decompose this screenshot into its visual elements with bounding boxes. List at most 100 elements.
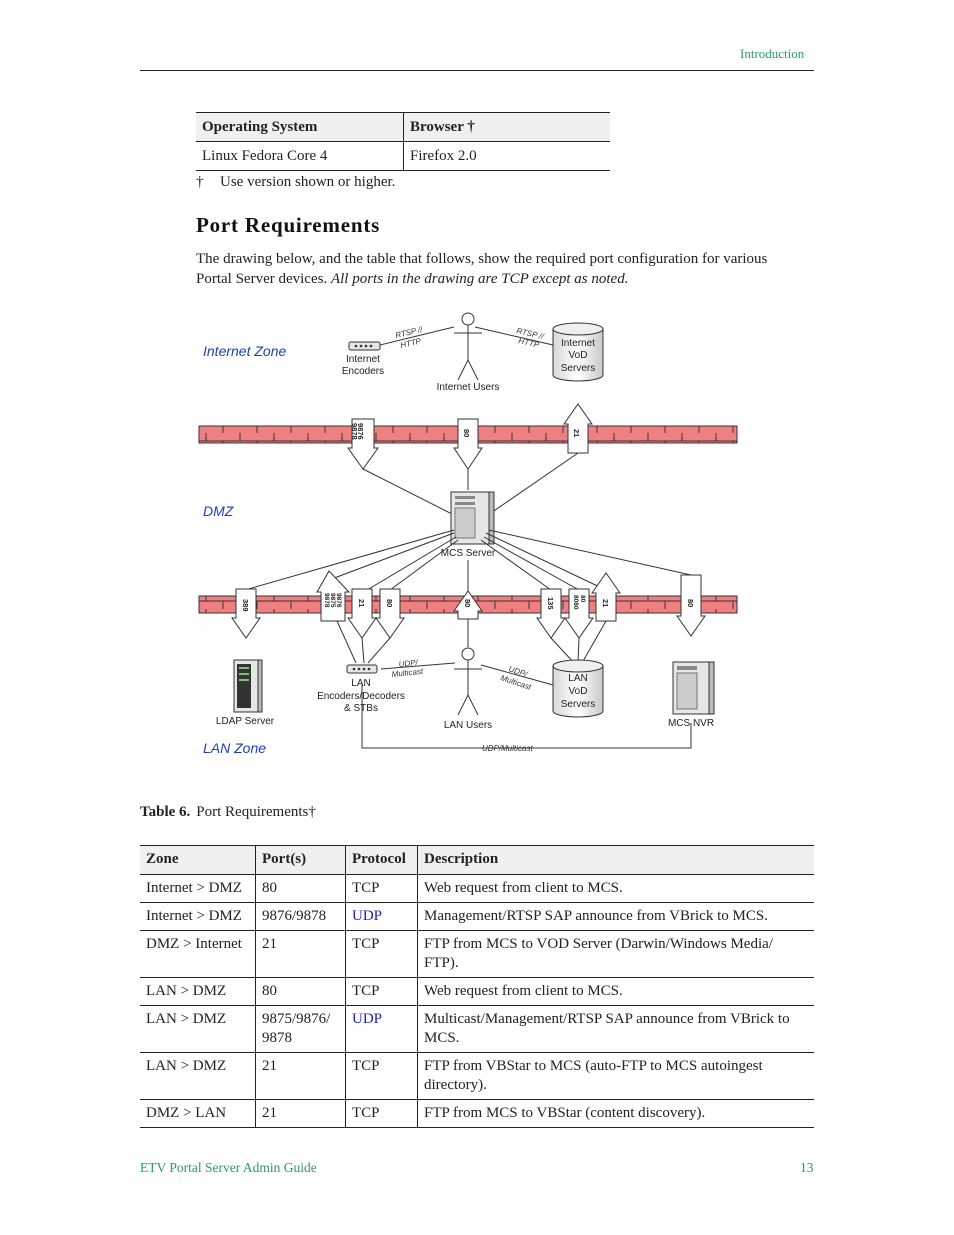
footer-doc-title: ETV Portal Server Admin Guide (140, 1160, 317, 1175)
ldap-server-icon (233, 659, 263, 713)
intro-paragraph: The drawing below, and the table that fo… (196, 249, 796, 289)
description-cell: Multicast/Management/RTSP SAP announce f… (417, 1005, 814, 1053)
lan-users-label: LAN Users (444, 720, 492, 731)
lower-port-arrow-users: 80 (453, 590, 483, 620)
protocol-cell: TCP (345, 1052, 418, 1100)
udp-multicast-label-right-2: Multicast (499, 673, 533, 692)
lower-port-arrow-135: 135 (536, 588, 566, 639)
zone-cell: LAN > DMZ (140, 1052, 256, 1100)
table-row: Linux Fedora Core 4 Firefox 2.0 (196, 141, 610, 171)
protocol-cell: UDP (345, 1005, 418, 1053)
zone-dmz-label: DMZ (203, 503, 234, 519)
footnote: † Use version shown or higher. (196, 174, 395, 191)
intro-italic-note: All ports in the drawing are TCP except … (330, 271, 629, 287)
lower-port-label: 389 (241, 599, 250, 612)
table-caption: Table 6.Port Requirements† (140, 804, 316, 821)
footnote-mark: † (196, 174, 204, 190)
internet-encoders-label-2: Encoders (342, 366, 384, 377)
lower-port-label: 21 (357, 599, 366, 607)
table-caption-text: Port Requirements† (196, 804, 316, 820)
upper-port-label: 9876 (356, 423, 365, 440)
lower-port-label: 80 (579, 595, 586, 603)
zone-internet-label: Internet Zone (203, 343, 286, 359)
os-browser-table: Operating System Browser † Linux Fedora … (196, 112, 610, 171)
upper-port-arrow-encoders: 9876 9878 (347, 418, 379, 470)
ldap-server-label: LDAP Server (216, 716, 275, 727)
zone-header: Zone (140, 845, 256, 875)
lower-port-arrow-encoders: 9876 9875 9878 (316, 570, 351, 622)
lower-port-arrow-21-left: 21 (347, 588, 377, 639)
description-cell: Web request from client to MCS. (417, 874, 814, 903)
os-cell: Linux Fedora Core 4 (196, 141, 404, 171)
footnote-text: Use version shown or higher. (220, 174, 396, 190)
internet-user-icon (454, 312, 482, 381)
table-row: LAN > DMZ 80 TCP Web request from client… (140, 977, 814, 1006)
table-row: Internet > DMZ 9876/9878 UDP Management/… (140, 902, 814, 931)
zone-cell: Internet > DMZ (140, 874, 256, 903)
udp-multicast-label-left-1: UDP/ (398, 658, 419, 669)
lan-vod-label-1: LAN (568, 673, 587, 684)
description-cell: FTP from MCS to VOD Server (Darwin/Windo… (417, 930, 814, 978)
lower-port-arrow-21-right: 21 (591, 572, 621, 622)
mcs-nvr-label: MCS NVR (668, 718, 714, 729)
lan-encoders-label-2: Encoders/Decoders (317, 691, 405, 702)
table-row: Internet > DMZ 80 TCP Web request from c… (140, 874, 814, 903)
description-cell: Web request from client to MCS. (417, 977, 814, 1006)
lower-port-label: 80 (686, 599, 695, 607)
protocol-link[interactable]: UDP (352, 908, 383, 924)
udp-multicast-bottom-label: UDP/Multicast (482, 744, 533, 753)
zone-cell: DMZ > LAN (140, 1099, 256, 1128)
protocol-cell: TCP (345, 874, 418, 903)
zone-lan-label: LAN Zone (203, 740, 266, 756)
browser-cell: Firefox 2.0 (403, 141, 610, 171)
upper-port-label: 9878 (350, 423, 359, 440)
lan-vod-server-icon (552, 659, 604, 718)
zone-cell: LAN > DMZ (140, 1005, 256, 1053)
footer-page-number: 13 (800, 1160, 814, 1175)
internet-vod-label-3: Servers (561, 363, 595, 374)
lower-port-arrow-ldap: 389 (231, 588, 261, 639)
lower-port-arrow-nvr: 80 (676, 574, 706, 637)
ports-cell: 21 (255, 1099, 346, 1128)
internet-vod-label-2: VoD (569, 350, 588, 361)
lower-port-arrow-80-left: 80 (375, 588, 405, 639)
ports-cell: 9875/9876/ 9878 (255, 1005, 346, 1053)
lower-port-label: 9878 (323, 593, 330, 608)
description-header: Description (417, 845, 814, 875)
port-requirements-table: Zone Port(s) Protocol Description Intern… (140, 845, 814, 1128)
mcs-nvr-icon (672, 661, 715, 715)
lan-encoder-icon (346, 664, 378, 674)
lan-user-icon (454, 647, 482, 716)
internet-vod-label-1: Internet (561, 338, 595, 349)
internet-encoder-icon (348, 341, 381, 351)
table-row: DMZ > Internet 21 TCP FTP from MCS to VO… (140, 930, 814, 978)
zone-cell: LAN > DMZ (140, 977, 256, 1006)
protocol-cell: TCP (345, 977, 418, 1006)
lower-port-label: 80 (385, 599, 394, 607)
mcs-server-label: MCS Server (441, 548, 496, 559)
lower-port-arrow-80-8080: 80 8080 (564, 588, 594, 639)
internet-encoders-label-1: Internet (346, 354, 380, 365)
mcs-server-icon (450, 491, 495, 545)
ports-cell: 80 (255, 977, 346, 1006)
header-rule (140, 70, 814, 71)
lower-port-label: 135 (546, 597, 555, 610)
internet-users-label: Internet Users (437, 382, 500, 393)
protocol-cell: TCP (345, 1099, 418, 1128)
protocol-cell: TCP (345, 930, 418, 978)
udp-multicast-label-left-2: Multicast (391, 667, 424, 679)
protocol-link[interactable]: UDP (352, 1011, 383, 1027)
header-section-title: Introduction (740, 46, 805, 61)
lower-port-label: 80 (463, 599, 472, 607)
description-cell: FTP from VBStar to MCS (auto-FTP to MCS … (417, 1052, 814, 1100)
table-row: LAN > DMZ 9875/9876/ 9878 UDP Multicast/… (140, 1005, 814, 1053)
upper-port-label: 21 (572, 429, 581, 437)
network-diagram: Internet Zone DMZ LAN Zone RTSP // HTTP … (198, 312, 738, 756)
upper-port-arrow-vod: 21 (563, 403, 593, 454)
lan-vod-label-3: Servers (561, 699, 595, 710)
lower-port-label: 21 (601, 599, 610, 607)
table-row: DMZ > LAN 21 TCP FTP from MCS to VBStar … (140, 1099, 814, 1128)
protocol-cell: UDP (345, 902, 418, 931)
lower-port-label: 8080 (572, 595, 579, 610)
ports-cell: 80 (255, 874, 346, 903)
